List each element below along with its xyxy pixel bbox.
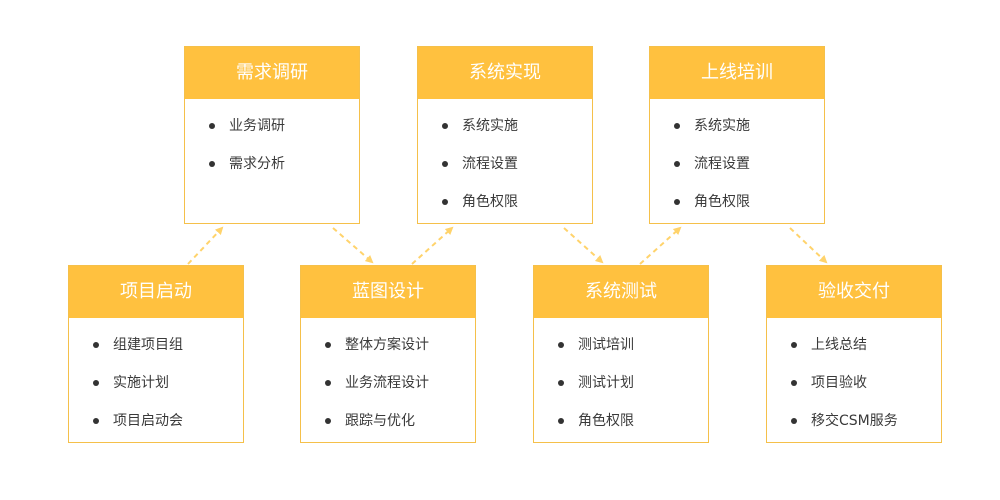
stage-item: 角色权限 xyxy=(558,410,708,448)
connector-3-to-4 xyxy=(411,226,454,265)
stage-box-requirements-research: 需求调研 业务调研 需求分析 xyxy=(184,46,360,224)
stage-item-list: 系统实施 流程设置 角色权限 xyxy=(418,99,592,229)
connector-4-to-5 xyxy=(563,227,604,264)
stage-item-list: 上线总结 项目验收 移交CSM服务 xyxy=(767,318,941,448)
stage-title: 系统实现 xyxy=(418,47,592,99)
stage-item: 整体方案设计 xyxy=(325,334,475,372)
stage-title: 蓝图设计 xyxy=(301,266,475,318)
stage-box-system-testing: 系统测试 测试培训 测试计划 角色权限 xyxy=(533,265,709,443)
connector-5-to-6 xyxy=(639,226,682,265)
stage-title: 上线培训 xyxy=(650,47,824,99)
stage-item: 系统实施 xyxy=(442,115,592,153)
stage-box-system-implementation: 系统实现 系统实施 流程设置 角色权限 xyxy=(417,46,593,224)
stage-item: 角色权限 xyxy=(674,191,824,229)
stage-item: 测试计划 xyxy=(558,372,708,410)
stage-box-blueprint-design: 蓝图设计 整体方案设计 业务流程设计 跟踪与优化 xyxy=(300,265,476,443)
stage-item-list: 组建项目组 实施计划 项目启动会 xyxy=(69,318,243,448)
stage-item: 测试培训 xyxy=(558,334,708,372)
stage-item: 组建项目组 xyxy=(93,334,243,372)
connector-2-to-3 xyxy=(332,227,374,264)
stage-box-project-kickoff: 项目启动 组建项目组 实施计划 项目启动会 xyxy=(68,265,244,443)
stage-title: 验收交付 xyxy=(767,266,941,318)
stage-title: 项目启动 xyxy=(69,266,243,318)
connector-1-to-2 xyxy=(187,226,224,265)
stage-item: 流程设置 xyxy=(674,153,824,191)
stage-item: 跟踪与优化 xyxy=(325,410,475,448)
stage-item: 移交CSM服务 xyxy=(791,410,941,448)
stage-item: 实施计划 xyxy=(93,372,243,410)
stage-box-go-live-training: 上线培训 系统实施 流程设置 角色权限 xyxy=(649,46,825,224)
stage-item: 业务调研 xyxy=(209,115,359,153)
stage-item: 上线总结 xyxy=(791,334,941,372)
stage-item: 项目启动会 xyxy=(93,410,243,448)
stage-item-list: 系统实施 流程设置 角色权限 xyxy=(650,99,824,229)
stage-box-acceptance-delivery: 验收交付 上线总结 项目验收 移交CSM服务 xyxy=(766,265,942,443)
stage-item: 业务流程设计 xyxy=(325,372,475,410)
stage-title: 需求调研 xyxy=(185,47,359,99)
connector-6-to-7 xyxy=(789,227,828,264)
stage-item: 流程设置 xyxy=(442,153,592,191)
stage-title: 系统测试 xyxy=(534,266,708,318)
stage-item-list: 整体方案设计 业务流程设计 跟踪与优化 xyxy=(301,318,475,448)
stage-item: 需求分析 xyxy=(209,153,359,191)
stage-item: 角色权限 xyxy=(442,191,592,229)
stage-item: 系统实施 xyxy=(674,115,824,153)
stage-item-list: 测试培训 测试计划 角色权限 xyxy=(534,318,708,448)
stage-item: 项目验收 xyxy=(791,372,941,410)
stage-item-list: 业务调研 需求分析 xyxy=(185,99,359,191)
